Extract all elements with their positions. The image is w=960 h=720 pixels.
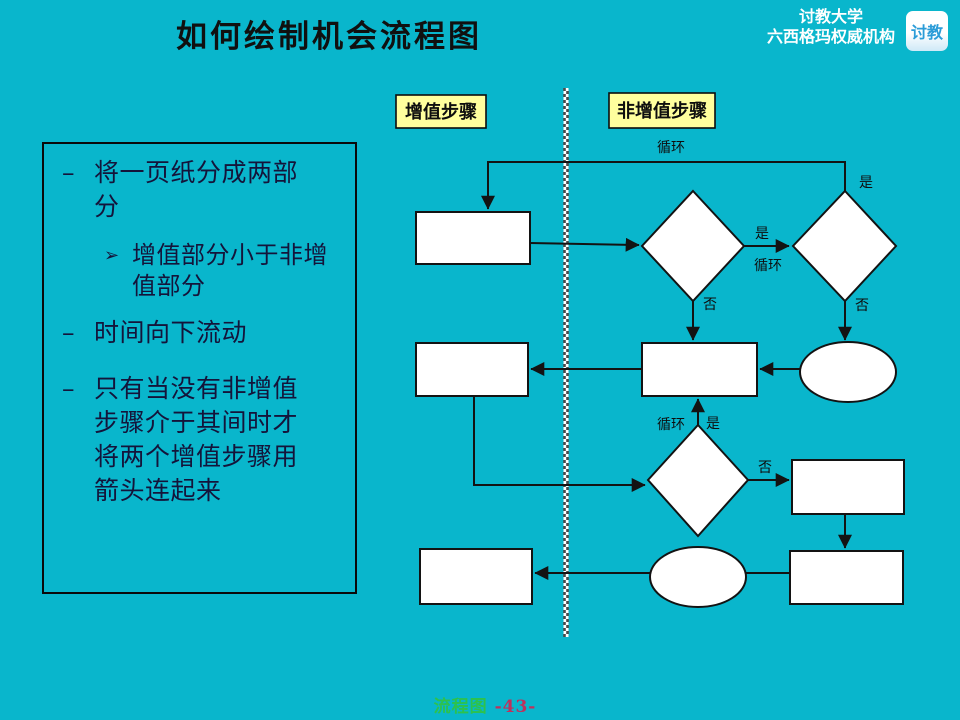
note-text: 只有当没有非增值步骤介于其间时才将两个增值步骤用箭头连起来: [94, 374, 299, 505]
process-box-2: [415, 342, 529, 397]
note-item: – 时间向下流动: [62, 316, 355, 350]
edge-label-loop-top: 循环: [657, 140, 685, 156]
nonvalue-column-label-box: [608, 92, 716, 129]
note-subitem: ➢ 增值部分小于非增值部分: [62, 240, 355, 302]
terminator-ellipse-2: [649, 546, 747, 608]
note-text: 时间向下流动: [94, 318, 248, 347]
flow-arrow-loop-top: [481, 161, 846, 210]
dash-bullet: –: [62, 374, 75, 403]
decision-diamond-2: [791, 189, 898, 303]
edge-label-no-lower: 否: [758, 460, 772, 476]
edge-label-no-left: 否: [703, 297, 717, 313]
note-text: 增值部分小于非增值部分: [132, 241, 328, 300]
note-text: 将一页纸分成两部分: [94, 158, 299, 221]
note-item: – 将一页纸分成两部分: [62, 156, 355, 224]
process-box-4: [791, 459, 905, 515]
brand-name: 讨教大学: [798, 9, 863, 26]
process-box-5: [419, 548, 533, 605]
brand-tagline: 六西格玛权威机构: [766, 29, 895, 46]
brand-logo: 讨教: [906, 11, 948, 51]
process-box-3: [641, 342, 758, 397]
edge-label-loop-mid: 循环: [754, 258, 782, 274]
page-title: 如何绘制机会流程图: [176, 19, 482, 55]
brand-block: 讨教大学 六西格玛权威机构: [756, 8, 906, 47]
edge-label-no-right: 否: [855, 298, 869, 314]
dash-bullet: –: [62, 318, 75, 347]
nonvalue-column-label: 非增值步骤: [617, 100, 707, 122]
footer-label: 流程图: [433, 697, 488, 717]
value-column-label-box: [395, 94, 487, 129]
dash-bullet: –: [62, 158, 75, 187]
value-column-label: 增值步骤: [405, 101, 477, 123]
terminator-ellipse-1: [799, 341, 897, 403]
slide-footer: 流程图 -43-: [420, 692, 550, 717]
footer-page-number: -43-: [494, 697, 537, 717]
edge-label-yes-mid: 是: [755, 226, 769, 242]
edge-label-loop-lower: 循环: [657, 417, 685, 433]
flow-arrow-step1-to-decision1: [529, 237, 640, 252]
edge-label-yes-top: 是: [859, 175, 873, 191]
process-box-1: [415, 211, 531, 265]
arrow-bullet: ➢: [104, 245, 120, 266]
flow-arrow-step2-to-decision3: [473, 396, 646, 492]
note-item: – 只有当没有非增值步骤介于其间时才将两个增值步骤用箭头连起来: [62, 372, 355, 508]
process-box-6: [789, 550, 904, 605]
notes-panel: – 将一页纸分成两部分 ➢ 增值部分小于非增值部分 – 时间向下流动 – 只有当…: [42, 142, 357, 594]
decision-diamond-3: [646, 423, 750, 538]
decision-diamond-1: [640, 189, 746, 303]
edge-label-yes-lower: 是: [706, 416, 720, 432]
